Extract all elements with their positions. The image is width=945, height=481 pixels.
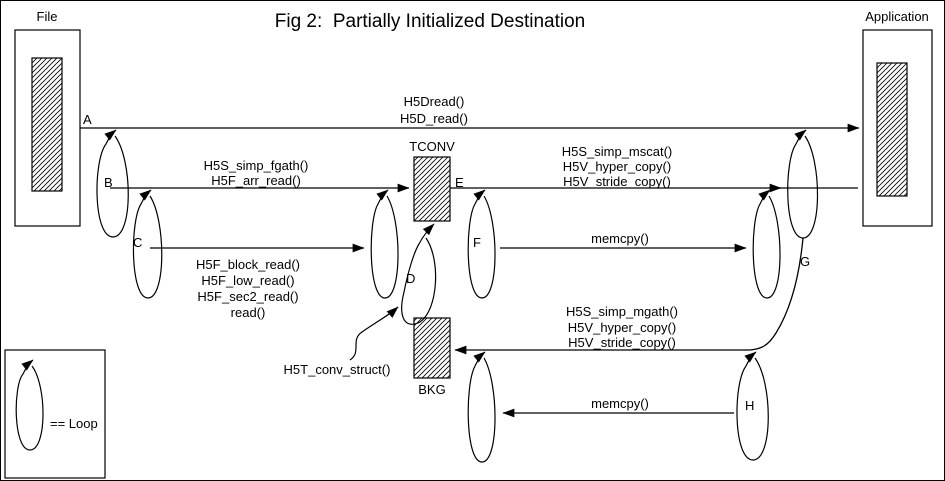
application-data-region [876,62,908,197]
marker-b: B [104,175,113,190]
application-label: Application [865,9,929,24]
marker-g: G [800,254,810,269]
file-label: File [37,9,58,24]
loop-a [96,129,129,238]
tconv-label: TCONV [409,139,455,154]
loop-d-conv [401,223,437,325]
marker-c: C [133,235,142,250]
arrow-conv-struct-pointer [349,306,399,361]
label-block-read: H5F_block_read() [196,257,300,272]
label-low-read: H5F_low_read() [201,273,294,288]
legend-label: == Loop [50,416,98,431]
loop-f-caller [467,189,496,299]
label-h5d-read: H5D_read() [400,111,468,126]
label-read: read() [231,305,266,320]
label-memcpy-top: memcpy() [591,231,649,246]
marker-f: F [473,235,481,250]
label-memcpy-bottom: memcpy() [591,396,649,411]
loop-h [736,351,769,461]
marker-h: H [745,398,754,413]
figure-title: Fig 2: Partially Initialized Destination [275,11,585,32]
legend-box [4,349,106,479]
label-stride-copy-bottom: H5V_stride_copy() [568,335,676,350]
label-stride-copy-top: H5V_stride_copy() [563,174,671,189]
label-h5dread: H5Dread() [404,94,465,109]
label-mscat: H5S_simp_mscat() [562,144,673,159]
label-hyper-copy-bottom: H5V_hyper_copy() [568,320,676,335]
loop-h-target [467,351,496,463]
label-fgath: H5S_simp_fgath() [204,158,309,173]
marker-d: D [406,271,415,286]
loop-f-target [752,189,781,299]
loop-c-target [370,189,399,299]
label-sec2-read: H5F_sec2_read() [197,289,298,304]
bkg-buffer [413,317,451,379]
label-arr-read: H5F_arr_read() [211,173,301,188]
file-data-region [31,57,63,192]
label-hyper-copy-top: H5V_hyper_copy() [563,159,671,174]
loop-g [787,129,819,239]
loop-c-caller [132,189,163,299]
label-mgath: H5S_simp_mgath() [566,304,678,319]
marker-e: E [455,175,464,190]
legend-loop-icon [15,359,44,451]
marker-a: A [83,112,92,127]
label-conv-struct: H5T_conv_struct() [284,362,391,377]
bkg-label: BKG [418,382,445,397]
arrow-mgath [454,237,804,355]
tconv-buffer [413,156,451,222]
